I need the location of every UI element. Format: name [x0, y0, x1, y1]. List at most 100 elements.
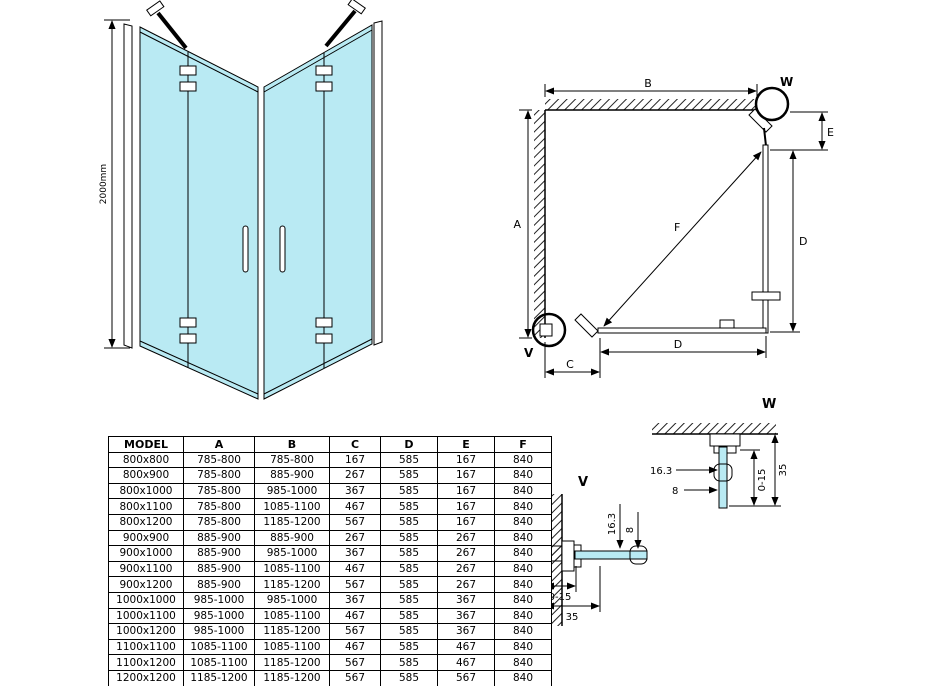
model-cell: 1000x1200 [108, 623, 184, 640]
value-cell: 785-800 [254, 451, 330, 469]
plan-right-bracket [751, 291, 781, 301]
value-cell: 467 [437, 654, 495, 671]
value-cell: 585 [380, 638, 438, 656]
hinges-left [179, 65, 197, 344]
frame-line [139, 31, 259, 93]
value-cell: 567 [329, 576, 381, 593]
value-cell: 585 [380, 513, 438, 531]
plan-wall-end-profile [539, 323, 553, 337]
value-cell: 840 [494, 482, 552, 500]
value-cell: 567 [329, 669, 381, 686]
detail-w-wall-hatch [652, 423, 776, 434]
value-cell: 585 [380, 498, 438, 515]
value-cell: 1185-1200 [254, 669, 330, 686]
value-cell: 785-800 [183, 498, 255, 515]
value-cell: 840 [494, 513, 552, 531]
value-cell: 167 [437, 467, 495, 484]
value-cell: 585 [380, 591, 438, 609]
value-cell: 367 [329, 482, 381, 500]
value-cell: 467 [437, 638, 495, 656]
value-cell: 1185-1200 [254, 654, 330, 671]
value-cell: 585 [380, 669, 438, 686]
value-cell: 885-900 [183, 529, 255, 547]
value-cell: 1185-1200 [254, 623, 330, 640]
table-header-cell: E [437, 436, 495, 453]
dim-a: A [513, 109, 532, 339]
detail-v: V 16.3 8 0-15 35 [537, 475, 648, 626]
value-cell: 1085-1100 [254, 498, 330, 515]
value-cell: 840 [494, 545, 552, 562]
frame-line [263, 338, 373, 395]
value-cell: 167 [437, 513, 495, 531]
right-wall-profile [373, 20, 383, 346]
plan-right-glass [762, 144, 769, 334]
detail-circle-w [754, 86, 790, 122]
detail-w-profile-outer [709, 433, 741, 447]
value-cell: 840 [494, 638, 552, 656]
height-dim-label: 2000mm [99, 164, 109, 204]
value-cell: 1085-1100 [183, 654, 255, 671]
value-cell: 1085-1100 [254, 560, 330, 578]
value-cell: 785-800 [183, 451, 255, 469]
dim-d-right: D [770, 150, 807, 333]
value-cell: 467 [329, 607, 381, 625]
plan-bottom-handle [719, 319, 735, 329]
model-cell: 800x1000 [108, 482, 184, 500]
model-cell: 1000x1000 [108, 591, 184, 609]
detail-w-dim-width: 16.3 [650, 466, 672, 477]
value-cell: 167 [437, 482, 495, 500]
value-cell: 785-800 [183, 467, 255, 484]
detail-v-dim-width: 16.3 [607, 513, 618, 535]
plan-view: B A E D [513, 75, 834, 378]
value-cell: 267 [329, 529, 381, 547]
value-cell: 1185-1200 [183, 669, 255, 686]
value-cell: 985-1000 [183, 623, 255, 640]
value-cell: 267 [437, 529, 495, 547]
value-cell: 785-800 [183, 513, 255, 531]
table-header-cell: C [329, 436, 381, 453]
height-dimension: 2000mm [99, 19, 130, 349]
model-cell: 1100x1100 [108, 638, 184, 656]
detail-v-dim-glass: 8 [625, 527, 636, 533]
table-header-cell: D [380, 436, 438, 453]
model-cell: 1100x1200 [108, 654, 184, 671]
dim-b: B [544, 77, 758, 97]
value-cell: 267 [437, 576, 495, 593]
detail-w-dim-total: 35 [778, 464, 789, 477]
detail-circle-v [531, 312, 567, 348]
value-cell: 267 [437, 545, 495, 562]
value-cell: 367 [437, 607, 495, 625]
value-cell: 585 [380, 482, 438, 500]
dim-c-label: C [566, 358, 574, 371]
value-cell: 985-1000 [183, 607, 255, 625]
value-cell: 840 [494, 591, 552, 609]
table-header-cell: B [254, 436, 330, 453]
value-cell: 467 [329, 498, 381, 515]
model-cell: 800x800 [108, 451, 184, 469]
value-cell: 840 [494, 607, 552, 625]
detail-v-glass [574, 550, 648, 560]
value-cell: 1185-1200 [254, 576, 330, 593]
value-cell: 585 [380, 654, 438, 671]
value-cell: 885-900 [183, 560, 255, 578]
value-cell: 467 [329, 560, 381, 578]
value-cell: 1085-1100 [183, 638, 255, 656]
detail-v-profile-outer [561, 540, 575, 572]
model-cell: 1000x1100 [108, 607, 184, 625]
value-cell: 840 [494, 654, 552, 671]
table-header-cell: A [183, 436, 255, 453]
model-cell: 800x1100 [108, 498, 184, 515]
top-bracket-right [347, 0, 366, 15]
value-cell: 267 [437, 560, 495, 578]
